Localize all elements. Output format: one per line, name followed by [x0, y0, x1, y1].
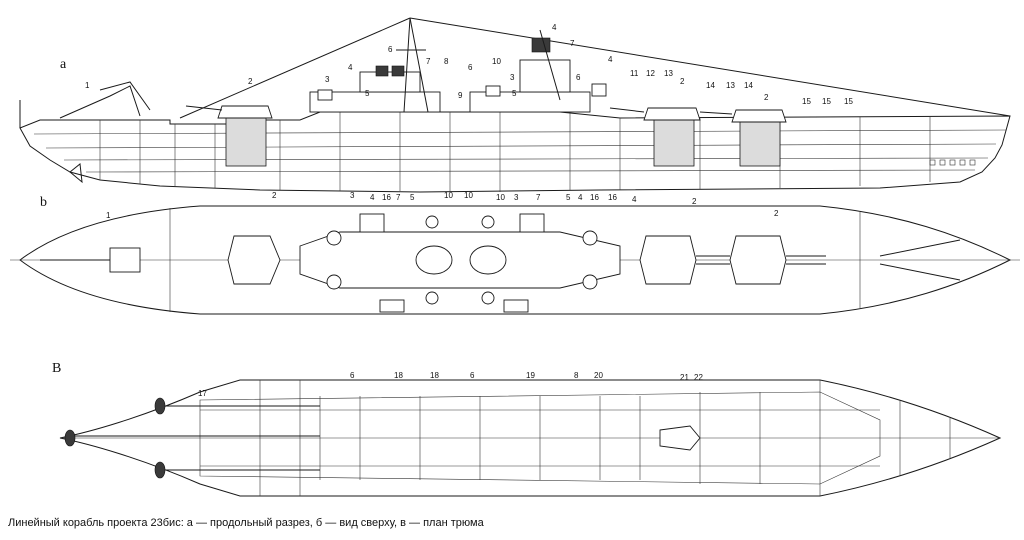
- top-label: 16: [608, 193, 617, 202]
- side-label: 5: [512, 89, 517, 98]
- view-label-b: b: [40, 195, 47, 210]
- top-label: 5: [410, 193, 415, 202]
- top-label: 4: [632, 195, 637, 204]
- view-label-a: а: [60, 57, 67, 72]
- hold-label: 21: [680, 373, 689, 382]
- side-label: 2: [248, 77, 253, 86]
- top-label: 5: [566, 193, 571, 202]
- top-label: 16: [382, 193, 391, 202]
- side-label: 15: [844, 97, 853, 106]
- hold-label: 6: [470, 371, 475, 380]
- hold-label: 22: [694, 373, 703, 382]
- side-label: 14: [706, 81, 715, 90]
- top-label: 7: [396, 193, 401, 202]
- side-label: 11: [630, 69, 639, 78]
- hold-label: 19: [526, 371, 535, 380]
- hold-label: 18: [394, 371, 403, 380]
- side-label: 8: [444, 57, 449, 66]
- side-label: 4: [608, 55, 613, 64]
- side-label: 2: [764, 93, 769, 102]
- top-label: 10: [464, 191, 473, 200]
- side-label: 13: [664, 69, 673, 78]
- hold-label: 18: [430, 371, 439, 380]
- side-label: 4: [348, 63, 353, 72]
- side-label: 3: [510, 73, 515, 82]
- hold-label: 20: [594, 371, 603, 380]
- hold-label: 6: [350, 371, 355, 380]
- top-view: [10, 205, 1020, 315]
- top-label: 3: [350, 191, 355, 200]
- side-callouts: 1 2 3 4 5 6 7 8 6 10 3 5 4 4 7 6 11 12 1…: [85, 23, 853, 106]
- longitudinal-section: [19, 17, 1011, 193]
- top-label: 3: [514, 193, 519, 202]
- figure-caption: Линейный корабль проекта 23бис: а — прод…: [8, 517, 484, 529]
- top-callouts: 1 2 3 4 16 7 5 10 10 10 3 7 5 4 16 16 4 …: [106, 191, 779, 220]
- top-label: 2: [692, 197, 697, 206]
- top-label: 4: [578, 193, 583, 202]
- side-label: 12: [646, 69, 655, 78]
- view-label-v: В: [52, 361, 61, 376]
- side-label: 9: [458, 91, 463, 100]
- top-label: 2: [774, 209, 779, 218]
- side-label: 15: [802, 97, 811, 106]
- hold-plan: [59, 379, 1002, 497]
- side-label: 5: [365, 89, 370, 98]
- top-label: 7: [536, 193, 541, 202]
- side-label: 6: [576, 73, 581, 82]
- top-label: 4: [370, 193, 375, 202]
- hold-callouts: 17 6 18 18 6 19 8 20 21 22: [198, 371, 703, 398]
- top-label: 16: [590, 193, 599, 202]
- side-label: 6: [388, 45, 393, 54]
- side-label: 14: [744, 81, 753, 90]
- top-label: 10: [444, 191, 453, 200]
- top-label: 2: [272, 191, 277, 200]
- side-label: 4: [552, 23, 557, 32]
- hold-label: 17: [198, 389, 207, 398]
- side-label: 7: [570, 39, 575, 48]
- side-label: 13: [726, 81, 735, 90]
- hold-label: 8: [574, 371, 579, 380]
- side-label: 7: [426, 57, 431, 66]
- top-label: 1: [106, 211, 111, 220]
- side-label: 6: [468, 63, 473, 72]
- side-label: 2: [680, 77, 685, 86]
- side-label: 1: [85, 81, 90, 90]
- side-label: 3: [325, 75, 330, 84]
- top-label: 10: [496, 193, 505, 202]
- side-label: 10: [492, 57, 501, 66]
- side-label: 15: [822, 97, 831, 106]
